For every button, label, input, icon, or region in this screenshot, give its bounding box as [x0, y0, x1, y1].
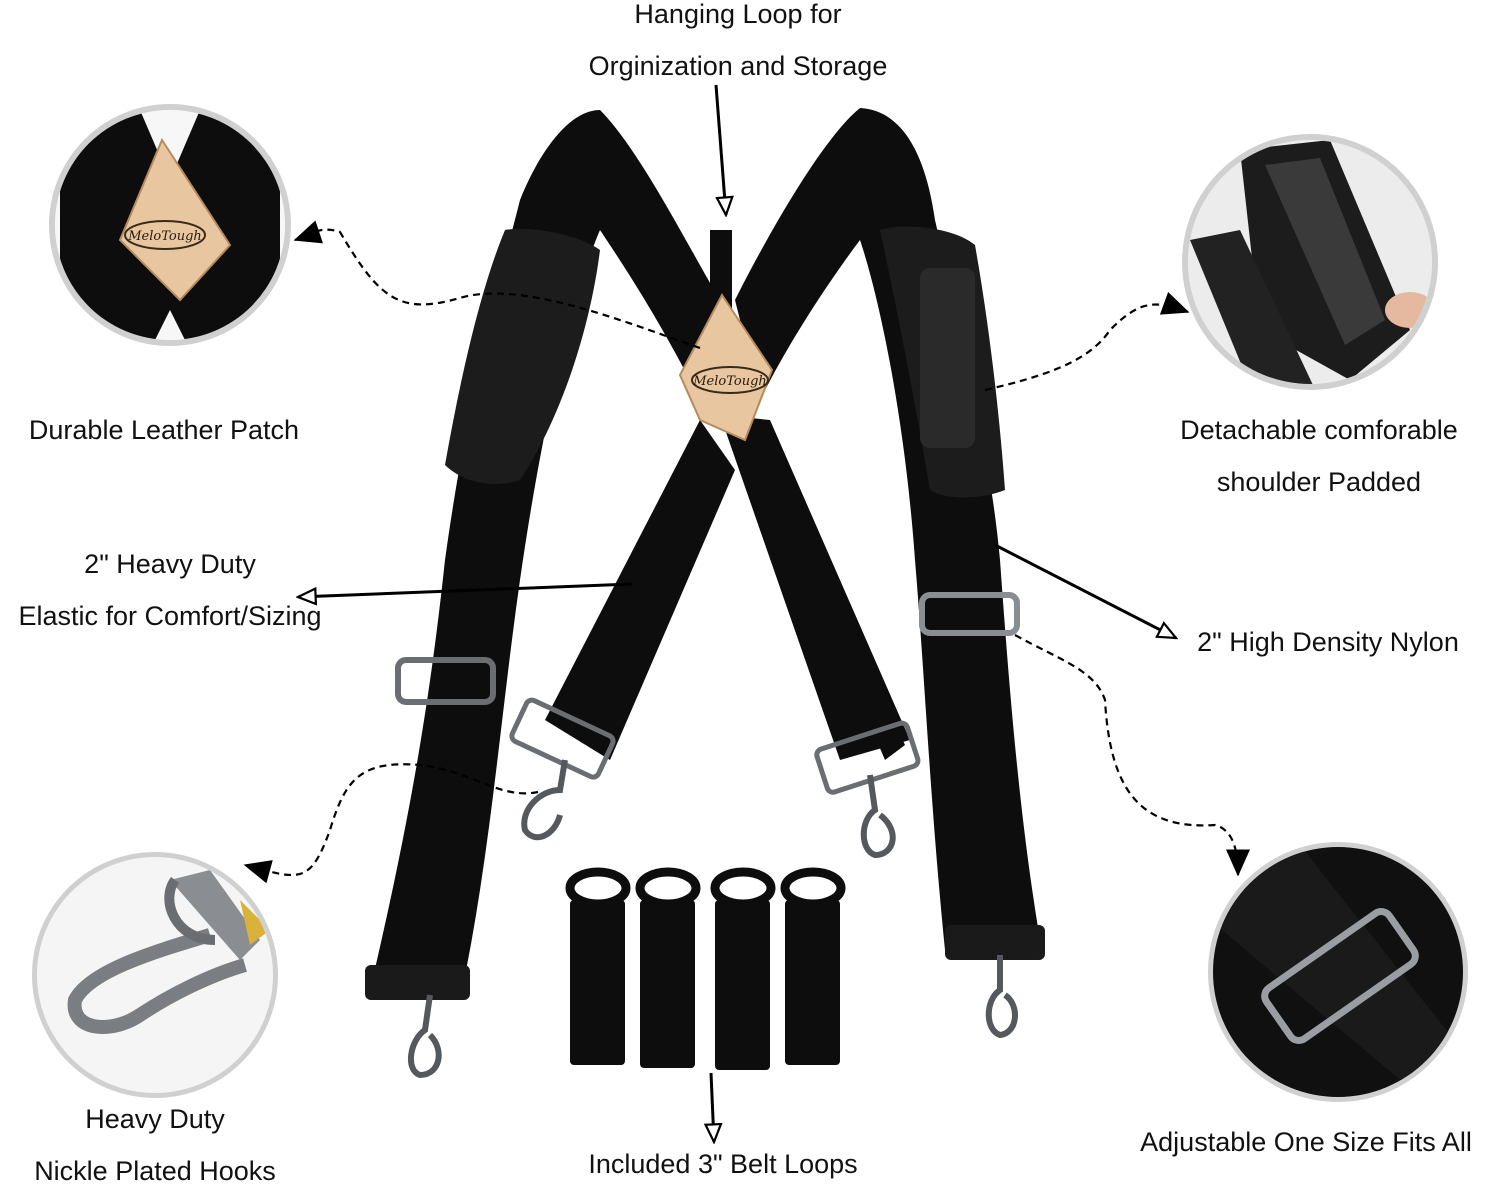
- elastic-line-1: 2" Heavy Duty: [84, 549, 256, 579]
- right-buckle: [919, 592, 1020, 636]
- hanging-loop-line-2: Orginization and Storage: [588, 51, 888, 81]
- hanging-loop: [710, 230, 732, 310]
- right-front-strap: [735, 108, 1040, 950]
- nylon-line-1: 2" High Density Nylon: [1197, 627, 1459, 657]
- leather-patch-connector: [293, 220, 701, 350]
- belt-loop-4: [780, 867, 846, 1065]
- elastic-label: 2" Heavy Duty Elastic for Comfort/Sizing: [0, 538, 340, 642]
- inset-hook: [32, 852, 278, 1098]
- belt-loops-label: Included 3" Belt Loops: [568, 1138, 878, 1190]
- left-buckle: [395, 657, 496, 705]
- shoulder-pad-connector: [984, 292, 1190, 392]
- hanging-loop-line-1: Hanging Loop for: [634, 0, 842, 29]
- shoulder-pad-line-2: shoulder Padded: [1216, 467, 1422, 497]
- back-left-strap: [545, 420, 735, 760]
- shoulder-pad-line-1: Detachable comforable: [1180, 415, 1458, 445]
- left-front-strap: [370, 110, 720, 1000]
- belt-loops: [565, 867, 846, 1070]
- hanging-loop-label: Hanging Loop for Orginization and Storag…: [568, 0, 908, 92]
- connectors: [243, 84, 1250, 1142]
- inset-leather-patch: MeloTough: [49, 104, 291, 346]
- logo-text-main: MeloTough: [692, 374, 767, 389]
- suspender-main: MeloTough: [365, 108, 1045, 1079]
- back-right-strap: [720, 415, 910, 760]
- hanging-loop-arrow: [714, 84, 726, 215]
- nylon-label: 2" High Density Nylon: [1176, 616, 1480, 668]
- belt-loops-arrow: [711, 1072, 714, 1142]
- nylon-arrow: [994, 543, 1176, 640]
- hooks-line-2: Nickle Plated Hooks: [34, 1156, 276, 1186]
- leather-patch-line-1: Durable Leather Patch: [28, 415, 300, 445]
- adjustable-connector: [1014, 634, 1250, 877]
- hooks-line-1: Heavy Duty: [85, 1104, 225, 1134]
- elastic-arrow: [298, 582, 633, 597]
- elastic-line-2: Elastic for Comfort/Sizing: [18, 601, 322, 631]
- adjustable-label: Adjustable One Size Fits All: [1120, 1116, 1492, 1168]
- left-shoulder-pad: [445, 228, 600, 485]
- hooks-connector: [243, 763, 539, 884]
- belt-loop-3: [710, 867, 776, 1070]
- belt-loop-2: [635, 867, 701, 1068]
- shoulder-pad-label: Detachable comforable shoulder Padded: [1160, 404, 1478, 508]
- pad-velcro: [920, 268, 975, 448]
- inset-shoulder-pad: [1182, 134, 1438, 390]
- leather-patch-label: Durable Leather Patch: [8, 404, 320, 456]
- logo-text-inset: MeloTough: [127, 229, 202, 244]
- belt-loops-line-1: Included 3" Belt Loops: [588, 1149, 858, 1179]
- belt-loop-1: [565, 867, 631, 1065]
- hooks-label: Heavy Duty Nickle Plated Hooks: [10, 1093, 300, 1197]
- inset-slider: [1208, 842, 1468, 1102]
- adjustable-line-1: Adjustable One Size Fits All: [1140, 1127, 1472, 1157]
- snap-hooks: [407, 759, 1018, 1079]
